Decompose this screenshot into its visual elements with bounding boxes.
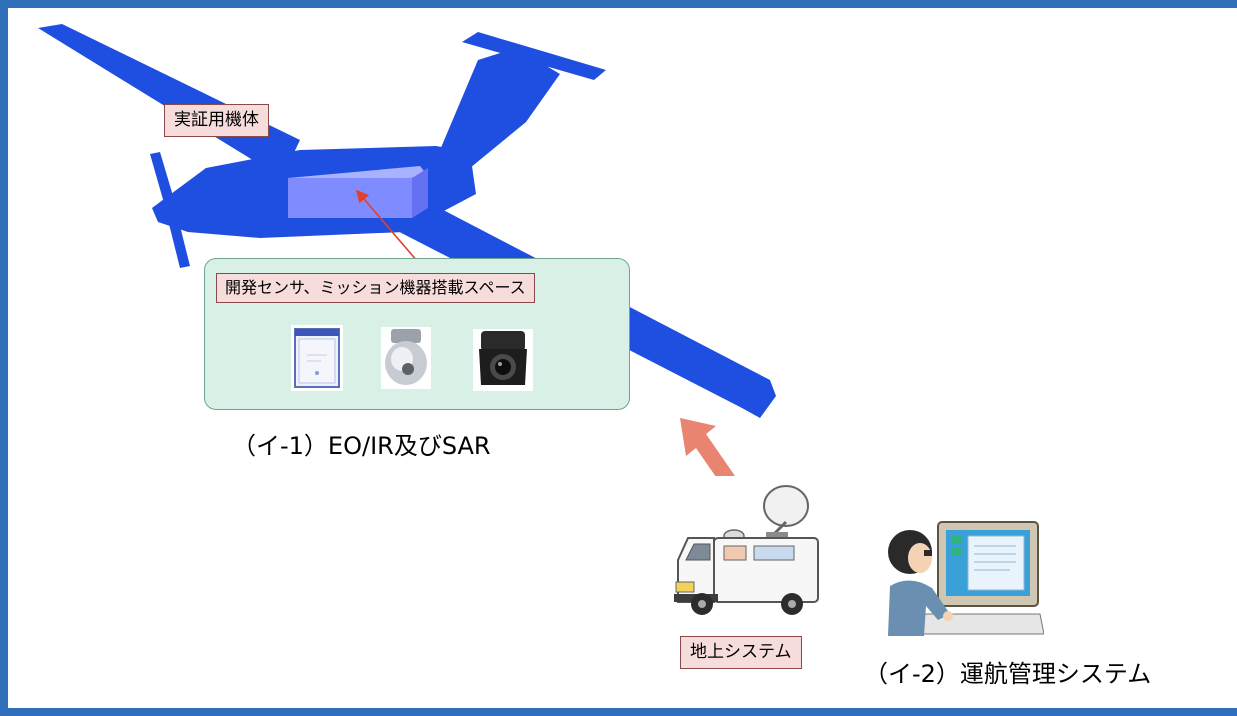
left-wing <box>38 24 300 178</box>
sar-sensor-icon <box>291 325 343 391</box>
operator-workstation-icon <box>880 518 1044 638</box>
sensors-caption: （イ-1）EO/IR及びSAR <box>232 432 491 460</box>
tail-fin <box>440 48 560 168</box>
dome-camera-icon <box>381 327 431 389</box>
aircraft-label: 実証用機体 <box>164 104 269 137</box>
horizontal-stabilizer <box>462 32 606 80</box>
eo-ir-camera-icon <box>473 329 533 391</box>
payload-pointer-arrow <box>355 189 419 263</box>
operations-caption: （イ-2）運航管理システム <box>864 660 1152 688</box>
propeller-upper <box>150 152 176 210</box>
payload-bay-box <box>288 166 428 218</box>
ground-station-truck-icon <box>674 476 820 618</box>
payload-label: 開発センサ、ミッション機器搭載スペース <box>216 273 535 303</box>
ground-system-label: 地上システム <box>680 636 802 669</box>
propeller-lower <box>166 210 190 268</box>
